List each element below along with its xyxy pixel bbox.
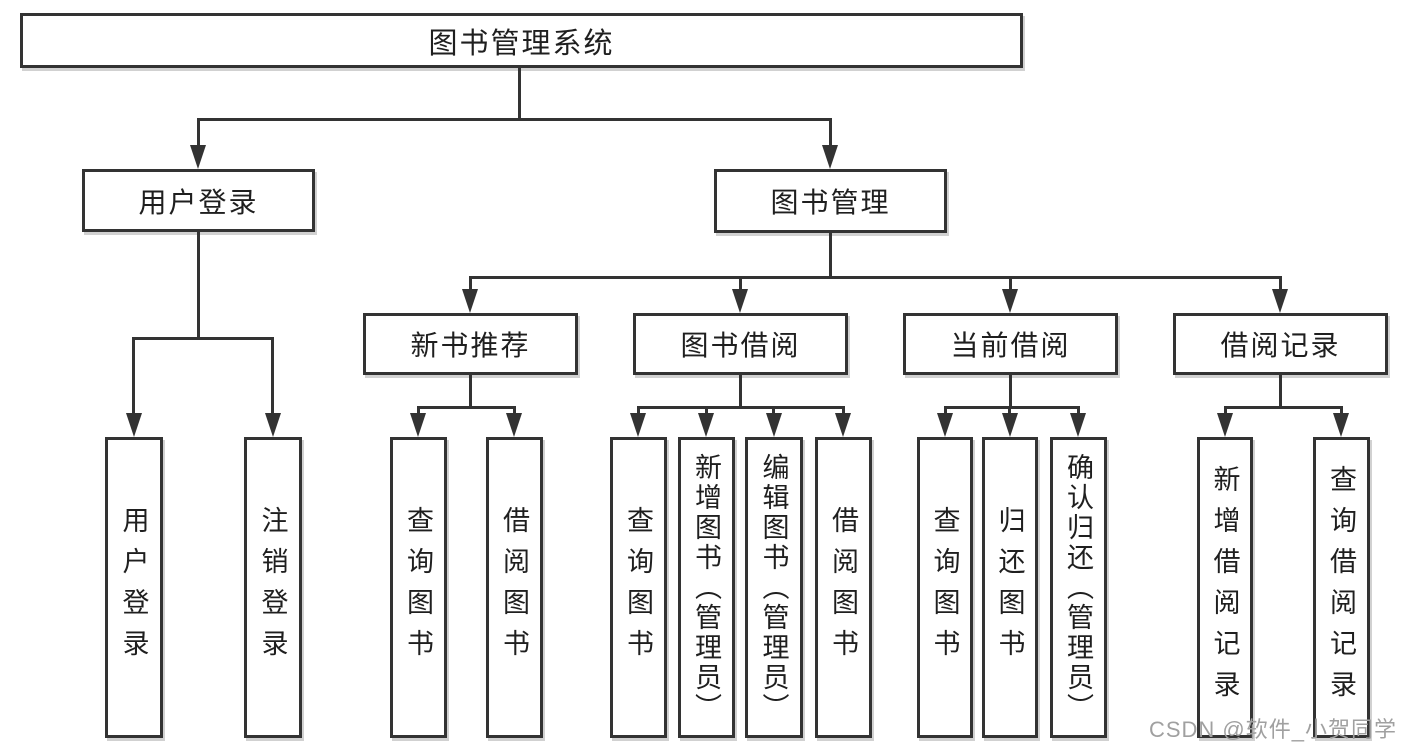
arrow-down-icon: [732, 289, 748, 313]
leaf-bb-borrow-book: 借阅图书: [815, 437, 872, 738]
node-book-management: 图书管理: [714, 169, 947, 233]
leaf-br-query-record: 查询借阅记录: [1313, 437, 1370, 738]
arrow-down-icon: [766, 413, 782, 437]
connector: [197, 118, 200, 148]
leaf-nb-query-book: 查询图书: [390, 437, 447, 738]
leaf-br-add-record: 新增借阅记录: [1197, 437, 1253, 738]
arrow-down-icon: [822, 145, 838, 169]
arrow-down-icon: [1002, 413, 1018, 437]
connector: [271, 337, 274, 417]
connector: [944, 406, 947, 417]
arrow-down-icon: [265, 413, 281, 437]
arrow-down-icon: [506, 413, 522, 437]
connector: [772, 406, 775, 417]
arrow-down-icon: [630, 413, 646, 437]
leaf-cb-return-book: 归还图书: [982, 437, 1038, 738]
connector: [705, 406, 708, 417]
arrow-down-icon: [937, 413, 953, 437]
connector: [944, 406, 1080, 409]
leaf-bb-add-book: 新增图书（管理员）: [678, 437, 735, 738]
arrow-down-icon: [835, 413, 851, 437]
connector: [417, 406, 516, 409]
connector: [417, 406, 420, 417]
connector: [829, 118, 832, 148]
node-book-borrow: 图书借阅: [633, 313, 848, 375]
node-user-login: 用户登录: [82, 169, 315, 232]
node-new-book-recommend: 新书推荐: [363, 313, 578, 375]
connector: [1009, 375, 1012, 409]
node-current-borrow: 当前借阅: [903, 313, 1118, 375]
connector: [1009, 276, 1012, 293]
connector: [842, 406, 845, 417]
arrow-down-icon: [1070, 413, 1086, 437]
connector: [1008, 406, 1011, 417]
arrow-down-icon: [698, 413, 714, 437]
connector: [637, 406, 640, 417]
connector: [1224, 406, 1227, 417]
arrow-down-icon: [1217, 413, 1233, 437]
connector: [739, 276, 742, 293]
arrow-down-icon: [410, 413, 426, 437]
connector: [197, 232, 200, 340]
leaf-bb-edit-book: 编辑图书（管理员）: [745, 437, 803, 738]
leaf-cb-confirm-return: 确认归还（管理员）: [1050, 437, 1107, 738]
connector: [469, 276, 1281, 279]
leaf-user-login: 用户登录: [105, 437, 163, 738]
connector: [469, 276, 472, 293]
connector: [513, 406, 516, 417]
leaf-logout: 注销登录: [244, 437, 302, 738]
connector: [1279, 276, 1282, 293]
arrow-down-icon: [1002, 289, 1018, 313]
arrow-down-icon: [126, 413, 142, 437]
arrow-down-icon: [462, 289, 478, 313]
connector: [829, 233, 832, 279]
arrow-down-icon: [1272, 289, 1288, 313]
csdn-watermark: CSDN @软件_小贺同学: [1148, 717, 1397, 742]
connector: [132, 337, 274, 340]
connector: [518, 68, 521, 121]
arrow-down-icon: [1333, 413, 1349, 437]
connector: [1224, 406, 1342, 409]
leaf-bb-query-book: 查询图书: [610, 437, 667, 738]
connector: [1279, 375, 1282, 409]
leaf-cb-query-book: 查询图书: [917, 437, 973, 738]
connector: [1077, 406, 1080, 417]
node-borrow-records: 借阅记录: [1173, 313, 1388, 375]
leaf-nb-borrow-book: 借阅图书: [486, 437, 543, 738]
arrow-down-icon: [190, 145, 206, 169]
node-root: 图书管理系统: [20, 13, 1023, 68]
connector: [637, 406, 844, 409]
connector: [197, 118, 832, 121]
connector: [1340, 406, 1343, 417]
connector: [739, 375, 742, 409]
connector: [132, 337, 135, 417]
connector: [469, 375, 472, 409]
